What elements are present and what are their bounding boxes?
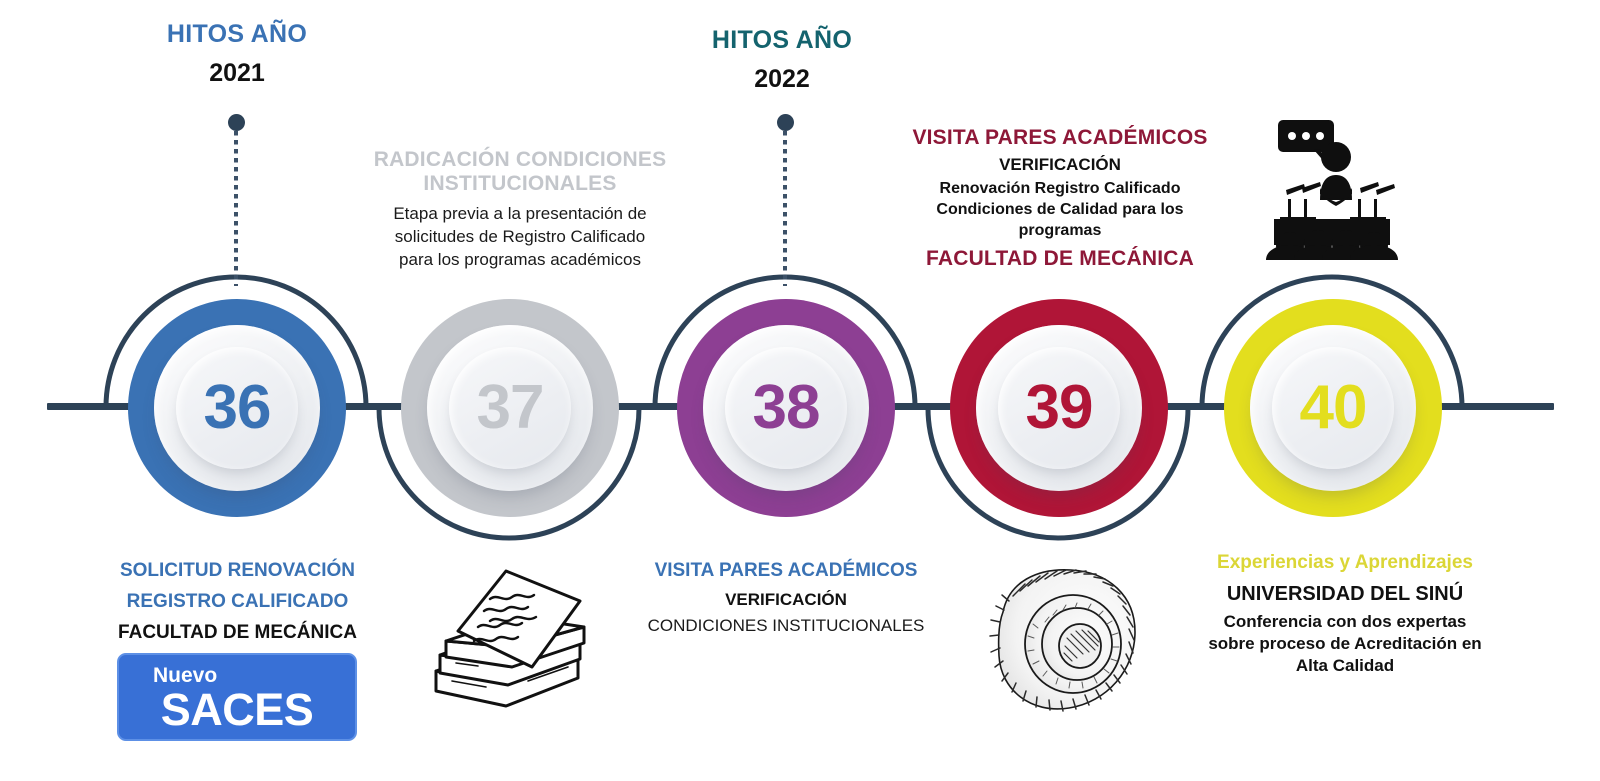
node-36-disc-inner: 36 [176,347,298,469]
milestone-37-title-line1: RADICACIÓN CONDICIONES [373,148,667,171]
timeline-node-40[interactable]: 40 [1224,299,1442,517]
timeline-node-39[interactable]: 39 [950,299,1168,517]
stem-dot-2022 [777,114,794,131]
node-38-disc-inner: 38 [725,347,847,469]
saces-badge-main: SACES [160,683,314,735]
node-37-disc-inner: 37 [449,347,571,469]
year-2022-value: 2022 [754,65,810,93]
milestone-38-text: VISITA PARES ACADÉMICOS VERIFICACIÓN CON… [626,560,946,638]
year-header-2021: HITOS AÑO 2021 [117,20,357,88]
milestone-38-title: VISITA PARES ACADÉMICOS [654,560,918,581]
milestone-36-text: SOLICITUD RENOVACIÓN REGISTRO CALIFICADO… [95,560,380,644]
stem-dot-2021 [228,114,245,131]
year-2021-label: HITOS AÑO [166,20,308,48]
year-header-2022: HITOS AÑO 2022 [662,26,902,94]
milestone-40-body-line3: Alta Calidad [1295,655,1395,675]
milestone-39-title: VISITA PARES ACADÉMICOS [912,126,1208,149]
node-38-number: 38 [752,373,821,442]
milestone-39-subtitle: VERIFICACIÓN [999,154,1121,174]
milestone-39-text: VISITA PARES ACADÉMICOS VERIFICACIÓN Ren… [900,126,1220,270]
milestone-39-footer: FACULTAD DE MECÁNICA [925,246,1195,270]
milestone-37-body-line3: para los programas académicos [399,250,641,270]
arc-node-37 [376,406,642,541]
conference-presentation-icon [1262,118,1402,260]
milestone-40-body-line2: sobre proceso de Acreditación en [1208,633,1482,653]
saces-badge: Nuevo SACES [117,653,357,741]
milestone-40-text: Experiencias y Aprendizajes UNIVERSIDAD … [1185,552,1505,677]
documents-stack-icon [428,563,593,708]
milestone-38-body: CONDICIONES INSTITUCIONALES [647,616,925,636]
stem-line-2021 [234,131,238,286]
node-36-number: 36 [203,373,272,442]
milestone-40-title: Experiencias y Aprendizajes [1217,552,1473,573]
node-40-disc-inner: 40 [1272,347,1394,469]
timeline-node-36[interactable]: 36 [128,299,346,517]
milestone-37-title-line2: INSTITUCIONALES [423,171,617,195]
milestone-38-subtitle: VERIFICACIÓN [725,589,847,609]
arc-node-39 [925,406,1191,541]
milestone-40-subtitle: UNIVERSIDAD DEL SINÚ [1226,582,1464,605]
timeline-node-38[interactable]: 38 [677,299,895,517]
arc-node-40 [1199,274,1465,409]
node-39-number: 39 [1025,373,1094,442]
milestone-40-body-line1: Conferencia con dos expertas [1223,611,1467,631]
milestone-37-text: RADICACIÓN CONDICIONES INSTITUCIONALES E… [355,148,685,272]
node-39-disc-inner: 39 [998,347,1120,469]
year-2021-value: 2021 [209,59,265,87]
node-37-number: 37 [476,373,545,442]
milestone-39-body-line1: Renovación Registro Calificado [939,180,1181,198]
gear-icon [985,560,1145,725]
milestone-36-title-line2: REGISTRO CALIFICADO [126,590,349,612]
milestone-37-body-line1: Etapa previa a la presentación de [393,204,647,224]
milestone-39-body-line3: programas [1018,221,1102,239]
saces-badge-nuevo: Nuevo [153,663,218,687]
stem-line-2022 [783,131,787,286]
milestone-36-subtitle: FACULTAD DE MECÁNICA [118,621,357,643]
year-2022-label: HITOS AÑO [711,26,853,54]
node-40-number: 40 [1299,373,1368,442]
milestone-36-title-line1: SOLICITUD RENOVACIÓN [119,560,356,581]
milestone-39-body-line2: Condiciones de Calidad para los [936,200,1184,218]
timeline-node-37[interactable]: 37 [401,299,619,517]
milestone-37-body-line2: solicitudes de Registro Calificado [394,227,646,247]
